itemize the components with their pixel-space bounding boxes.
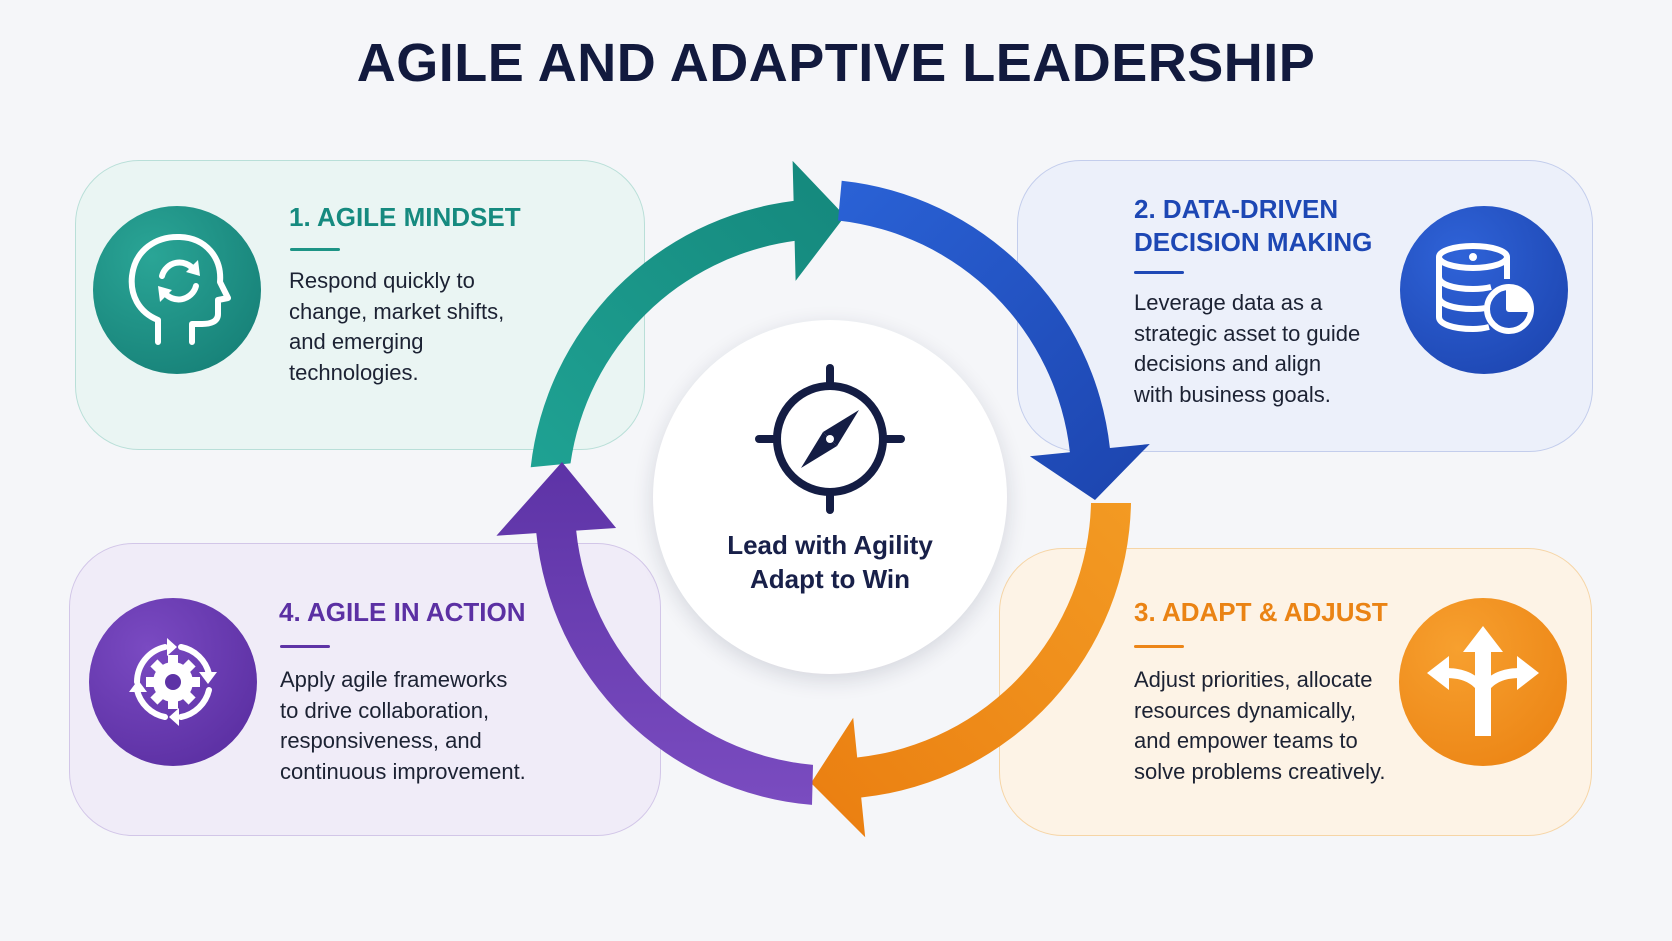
database-chart-icon (1400, 206, 1568, 374)
adapt-adjust-description: Adjust priorities, allocate resources dy… (1134, 665, 1404, 787)
data-driven-description: Leverage data as a strategic asset to gu… (1134, 288, 1394, 410)
teal-arrow (530, 160, 845, 468)
compass-icon (755, 364, 905, 514)
description-line: to drive collaboration, (280, 697, 490, 723)
title-line: 2. DATA-DRIVEN (1134, 194, 1339, 224)
description-line: strategic asset to guide (1134, 320, 1361, 346)
gear-cycle-icon (89, 598, 257, 766)
agile-in-action-underline (280, 645, 330, 648)
description-line: change, market shifts, (289, 298, 505, 324)
agile-in-action-title: 4. AGILE IN ACTION (279, 597, 526, 627)
description-line: Apply agile frameworks (280, 667, 508, 692)
agile-mindset-underline (290, 248, 340, 251)
center-line-2: Adapt to Win (749, 564, 911, 594)
description-line: decisions and align (1134, 351, 1322, 376)
title-line: DECISION MAKING (1134, 227, 1373, 257)
head-refresh-icon (93, 206, 261, 374)
data-driven-title: 2. DATA-DRIVEN DECISION MAKING (1134, 193, 1394, 259)
description-line: continuous improvement. (280, 758, 526, 784)
description-line: with business goals. (1134, 381, 1331, 407)
purple-arrow (496, 462, 813, 805)
orange-arrow (811, 503, 1131, 838)
description-line: and emerging (289, 329, 424, 354)
agile-mindset-title: 1. AGILE MINDSET (289, 202, 521, 232)
page-title: AGILE AND ADAPTIVE LEADERSHIP (356, 33, 1316, 93)
data-driven-underline (1134, 271, 1184, 274)
center-line-1: Lead with Agility (727, 530, 933, 560)
agile-mindset-description: Respond quickly to change, market shifts… (289, 266, 589, 388)
description-line: resources dynamically, (1134, 697, 1357, 723)
description-line: Respond quickly to (289, 268, 475, 293)
description-line: solve problems creatively. (1134, 758, 1386, 784)
blue-arrow (838, 180, 1150, 500)
split-arrows-icon (1399, 598, 1567, 766)
adapt-adjust-title: 3. ADAPT & ADJUST (1134, 597, 1388, 627)
description-line: Adjust priorities, allocate (1134, 667, 1373, 692)
description-line: Leverage data as a (1134, 290, 1323, 315)
adapt-adjust-underline (1134, 645, 1184, 648)
description-line: and empower teams to (1134, 728, 1358, 753)
description-line: technologies. (289, 359, 419, 385)
center-tagline: Lead with Agility Adapt to Win (653, 528, 1007, 596)
agile-in-action-description: Apply agile frameworks to drive collabor… (280, 665, 550, 787)
description-line: responsiveness, and (280, 728, 482, 753)
